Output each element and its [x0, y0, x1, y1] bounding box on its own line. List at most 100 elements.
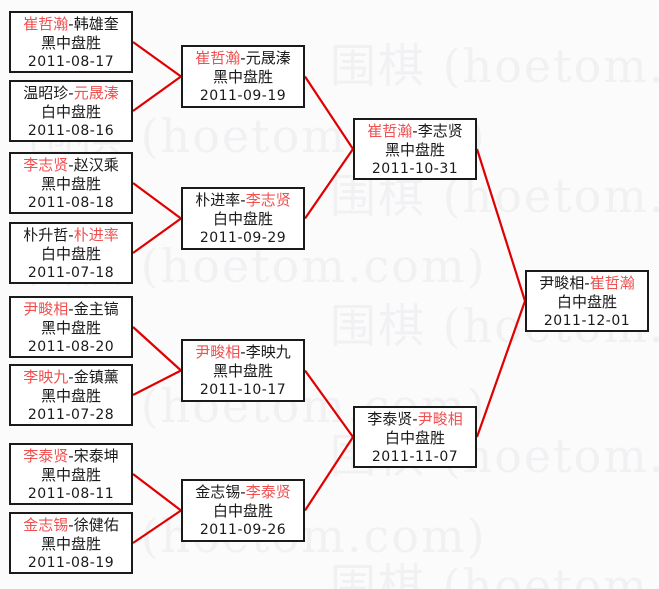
versus-dash: -	[68, 368, 74, 386]
match-result: 黑中盘胜	[40, 319, 101, 337]
player-left[interactable]: 崔哲瀚	[367, 122, 413, 140]
match-date: 2011-08-11	[27, 486, 115, 502]
match-box[interactable]: 朴升哲-朴进率白中盘胜 2011-07-18	[9, 222, 133, 284]
player-right[interactable]: 元晟溱	[73, 84, 119, 102]
versus-dash: -	[68, 84, 74, 102]
match-result: 黑中盘胜	[40, 34, 101, 52]
player-right[interactable]: 李泰贤	[245, 483, 291, 501]
versus-dash: -	[68, 447, 74, 465]
player-right[interactable]: 李志贤	[245, 191, 291, 209]
match-box[interactable]: 崔哲瀚-元晟溱黑中盘胜 2011-09-19	[181, 45, 305, 108]
versus-dash: -	[584, 274, 590, 292]
player-right[interactable]: 金镇薰	[73, 368, 119, 386]
match-result: 黑中盘胜	[40, 387, 101, 405]
player-right[interactable]: 朴进率	[73, 226, 119, 244]
match-box[interactable]: 李映九-金镇薰黑中盘胜 2011-07-28	[9, 364, 133, 426]
match-result: 白中盘胜	[212, 210, 273, 228]
match-result: 黑中盘胜	[212, 68, 273, 86]
versus-dash: -	[240, 483, 246, 501]
match-players: 尹畯相-李映九	[183, 343, 303, 362]
match-box[interactable]: 朴进率-李志贤白中盘胜 2011-09-29	[181, 187, 305, 250]
player-right[interactable]: 李映九	[245, 343, 291, 361]
versus-dash: -	[68, 226, 74, 244]
match-result: 白中盘胜	[384, 429, 445, 447]
player-left[interactable]: 尹畯相	[23, 300, 69, 318]
match-date: 2011-10-31	[371, 161, 459, 177]
match-box[interactable]: 李泰贤-尹畯相白中盘胜 2011-11-07	[353, 406, 477, 468]
match-result: 黑中盘胜	[40, 175, 101, 193]
match-result: 白中盘胜	[212, 502, 273, 520]
match-box[interactable]: 李志贤-赵汉乘黑中盘胜 2011-08-18	[9, 152, 133, 214]
player-right[interactable]: 徐健佑	[73, 516, 119, 534]
match-date: 2011-09-19	[199, 88, 287, 104]
player-left[interactable]: 朴进率	[195, 191, 241, 209]
match-box[interactable]: 金志锡-徐健佑黑中盘胜 2011-08-19	[9, 512, 133, 574]
versus-dash: -	[412, 410, 418, 428]
player-left[interactable]: 金志锡	[195, 483, 241, 501]
match-players: 朴进率-李志贤	[183, 191, 303, 210]
match-box[interactable]: 尹畯相-金主镐黑中盘胜 2011-08-20	[9, 296, 133, 358]
match-players: 金志锡-徐健佑	[11, 516, 131, 535]
versus-dash: -	[412, 122, 418, 140]
match-box[interactable]: 金志锡-李泰贤白中盘胜 2011-09-26	[181, 479, 305, 542]
match-players: 李映九-金镇薰	[11, 368, 131, 387]
match-date: 2011-08-18	[27, 195, 115, 211]
match-box[interactable]: 崔哲瀚-李志贤黑中盘胜 2011-10-31	[353, 118, 477, 180]
match-date: 2011-08-19	[27, 555, 115, 571]
match-players: 朴升哲-朴进率	[11, 226, 131, 245]
player-right[interactable]: 韩雄奎	[73, 15, 119, 33]
player-left[interactable]: 温昭珍	[23, 84, 69, 102]
match-result: 黑中盘胜	[40, 535, 101, 553]
player-left[interactable]: 李泰贤	[367, 410, 413, 428]
player-left[interactable]: 朴升哲	[23, 226, 69, 244]
versus-dash: -	[68, 516, 74, 534]
match-date: 2011-08-20	[27, 339, 115, 355]
player-left[interactable]: 崔哲瀚	[23, 15, 69, 33]
player-left[interactable]: 李映九	[23, 368, 69, 386]
match-box[interactable]: 崔哲瀚-韩雄奎黑中盘胜 2011-08-17	[9, 11, 133, 73]
match-box[interactable]: 尹畯相-李映九黑中盘胜 2011-10-17	[181, 339, 305, 402]
player-right[interactable]: 宋泰坤	[73, 447, 119, 465]
versus-dash: -	[68, 300, 74, 318]
match-result: 白中盘胜	[40, 245, 101, 263]
versus-dash: -	[240, 191, 246, 209]
match-players: 崔哲瀚-李志贤	[355, 122, 475, 141]
player-right[interactable]: 尹畯相	[417, 410, 463, 428]
player-left[interactable]: 尹畯相	[195, 343, 241, 361]
player-left[interactable]: 崔哲瀚	[195, 49, 241, 67]
match-players: 李泰贤-宋泰坤	[11, 447, 131, 466]
match-date: 2011-08-17	[27, 54, 115, 70]
match-players: 金志锡-李泰贤	[183, 483, 303, 502]
match-box[interactable]: 温昭珍-元晟溱白中盘胜 2011-08-16	[9, 80, 133, 142]
versus-dash: -	[240, 49, 246, 67]
match-result: 黑中盘胜	[384, 141, 445, 159]
match-result: 黑中盘胜	[212, 362, 273, 380]
player-right[interactable]: 赵汉乘	[73, 156, 119, 174]
match-date: 2011-08-16	[27, 123, 115, 139]
match-date: 2011-12-01	[543, 313, 631, 329]
match-date: 2011-10-17	[199, 382, 287, 398]
match-players: 尹畯相-金主镐	[11, 300, 131, 319]
player-left[interactable]: 李志贤	[23, 156, 69, 174]
match-date: 2011-11-07	[371, 449, 459, 465]
match-date: 2011-09-26	[199, 522, 287, 538]
versus-dash: -	[68, 15, 74, 33]
player-right[interactable]: 金主镐	[73, 300, 119, 318]
versus-dash: -	[68, 156, 74, 174]
player-left[interactable]: 金志锡	[23, 516, 69, 534]
match-players: 李泰贤-尹畯相	[355, 410, 475, 429]
match-date: 2011-09-29	[199, 230, 287, 246]
player-right[interactable]: 李志贤	[417, 122, 463, 140]
player-right[interactable]: 崔哲瀚	[589, 274, 635, 292]
match-players: 温昭珍-元晟溱	[11, 84, 131, 103]
player-right[interactable]: 元晟溱	[245, 49, 291, 67]
match-result: 白中盘胜	[40, 103, 101, 121]
match-players: 崔哲瀚-韩雄奎	[11, 15, 131, 34]
player-left[interactable]: 李泰贤	[23, 447, 69, 465]
match-date: 2011-07-28	[27, 407, 115, 423]
player-left[interactable]: 尹畯相	[539, 274, 585, 292]
match-date: 2011-07-18	[27, 265, 115, 281]
